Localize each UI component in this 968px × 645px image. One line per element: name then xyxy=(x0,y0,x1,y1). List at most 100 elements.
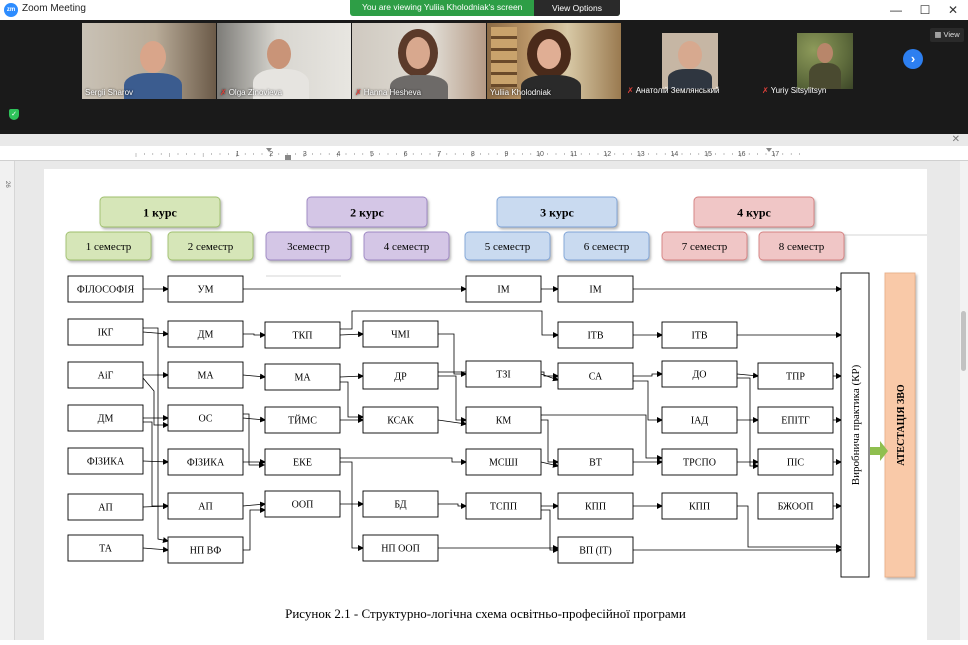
course-node: ЕПІТГ xyxy=(757,406,834,434)
semester-header: 2 семестр xyxy=(167,231,254,261)
person-head-icon xyxy=(678,41,702,69)
box-label: 5 семестр xyxy=(485,241,531,253)
scroll-thumb[interactable] xyxy=(961,311,966,371)
connector-line xyxy=(540,461,559,468)
box-label: КМ xyxy=(496,416,512,427)
indent-marker-icon[interactable] xyxy=(285,155,291,160)
close-share-icon[interactable]: ✕ xyxy=(951,134,960,145)
course-node: ОС xyxy=(167,404,244,432)
box-label: НП ВФ xyxy=(190,546,222,557)
box-label: 3семестр xyxy=(287,241,330,253)
course-node: ТЙМС xyxy=(264,406,341,434)
box-label: ЕКЕ xyxy=(293,458,312,469)
box-label: ІАД xyxy=(691,416,709,427)
course-node: ІАД xyxy=(661,406,738,434)
course-node: ООП xyxy=(264,490,341,518)
course-node: ТСПП xyxy=(465,492,542,520)
course-node: ІТВ xyxy=(557,321,634,349)
ruler-label: 11 xyxy=(570,151,577,158)
course-node: ДМ xyxy=(167,320,244,348)
box-label: 2 семестр xyxy=(188,241,234,253)
ruler-label: 4 xyxy=(336,151,340,158)
course-node: ІТВ xyxy=(661,321,738,349)
participant-avatar-anatolii[interactable] xyxy=(662,33,718,89)
figure-caption: Рисунок 2.1 - Структурно-логічна схема о… xyxy=(285,606,686,621)
box-label: 1 семестр xyxy=(86,241,132,253)
connector-line xyxy=(340,457,467,465)
participant-tile-olga[interactable]: ✗Olga Zinovieva xyxy=(217,23,351,99)
semester-header: 5 семестр xyxy=(464,231,551,261)
person-body-icon xyxy=(390,75,448,99)
participant-video-strip: Sergii Sharov ✗Olga Zinovieva ✗Hanna Hes… xyxy=(0,20,968,134)
box-label: АіГ xyxy=(98,371,114,382)
shield-icon: ✓ xyxy=(9,109,19,120)
box-label: ОС xyxy=(198,414,212,425)
ruler-label: 15 xyxy=(704,151,712,158)
semester-header: 7 семестр xyxy=(661,231,748,261)
participant-name: ✗Olga Zinovieva xyxy=(220,88,283,97)
course-node: КПП xyxy=(557,492,634,520)
box-label: ВТ xyxy=(589,458,602,469)
connector-line xyxy=(736,372,759,379)
course-node: НП ВФ xyxy=(167,536,244,564)
box-label: ТСПП xyxy=(490,502,517,513)
connector-line xyxy=(143,421,169,509)
box-label: 4 курс xyxy=(737,205,771,219)
title-bar: zm Zoom Meeting You are viewing Yuliia K… xyxy=(0,0,968,21)
participant-tile-hanna[interactable]: ✗Hanna Hesheva xyxy=(352,23,486,99)
view-button[interactable]: ▦ View xyxy=(930,28,964,42)
indent-marker-icon[interactable] xyxy=(266,148,272,152)
participant-tile-sergii[interactable]: Sergii Sharov xyxy=(82,23,216,99)
course-node: АП xyxy=(167,492,244,520)
right-indent-marker-icon[interactable] xyxy=(766,148,772,152)
box-label: 2 курс xyxy=(350,205,384,219)
view-options-button[interactable]: View Options xyxy=(534,0,620,16)
ruler-label: 10 xyxy=(536,151,544,158)
box-label: КПП xyxy=(585,502,606,513)
maximize-button[interactable]: ☐ xyxy=(919,3,931,17)
course-node: НП ООП xyxy=(362,534,439,562)
ruler-label: 5 xyxy=(370,151,374,158)
box-label: ЕПІТГ xyxy=(781,416,810,427)
box-label: ІТВ xyxy=(587,331,603,342)
vertical-scrollbar[interactable] xyxy=(960,161,968,640)
connector-line xyxy=(437,419,467,427)
course-node: ТА xyxy=(67,534,144,562)
ruler-label: 16 xyxy=(738,151,746,158)
connector-line xyxy=(142,546,169,553)
ruler-label: 3 xyxy=(303,151,307,158)
connector-line xyxy=(737,505,842,550)
ruler-label: 7 xyxy=(437,151,441,158)
box-label: ДР xyxy=(394,372,407,383)
connector-line xyxy=(242,373,266,380)
ruler-label: 13 xyxy=(637,151,645,158)
box-label: ТЙМС xyxy=(288,415,317,427)
participant-tile-yuliia[interactable]: Yuliia Kholodniak xyxy=(487,23,621,99)
course-node: ІМ xyxy=(465,275,542,303)
course-node: КСАК xyxy=(362,406,439,434)
participant-avatar-yuriy[interactable] xyxy=(797,33,853,89)
box-label: ДМ xyxy=(98,414,114,425)
box-label: ТКП xyxy=(293,331,313,342)
connector-line xyxy=(243,507,266,551)
close-window-button[interactable]: ✕ xyxy=(947,3,959,17)
next-page-button[interactable]: › xyxy=(903,49,923,69)
person-head-icon xyxy=(267,39,291,69)
box-label: ФІЗИКА xyxy=(87,457,125,468)
zoom-logo-icon: zm xyxy=(4,3,18,17)
person-body-icon xyxy=(521,75,581,99)
course-node: КПП xyxy=(661,492,738,520)
box-label: ООП xyxy=(292,500,314,511)
ruler-label: 9 xyxy=(504,151,508,158)
person-head-icon xyxy=(817,43,833,63)
screen-share-banner: You are viewing Yuliia Kholodniak's scre… xyxy=(350,0,620,16)
connector-line xyxy=(540,373,559,382)
box-label: НП ООП xyxy=(381,544,420,555)
semester-header: 3семестр xyxy=(265,231,352,261)
box-label: 7 семестр xyxy=(682,241,728,253)
minimize-button[interactable]: — xyxy=(890,3,902,17)
course-node: БД xyxy=(362,490,439,518)
